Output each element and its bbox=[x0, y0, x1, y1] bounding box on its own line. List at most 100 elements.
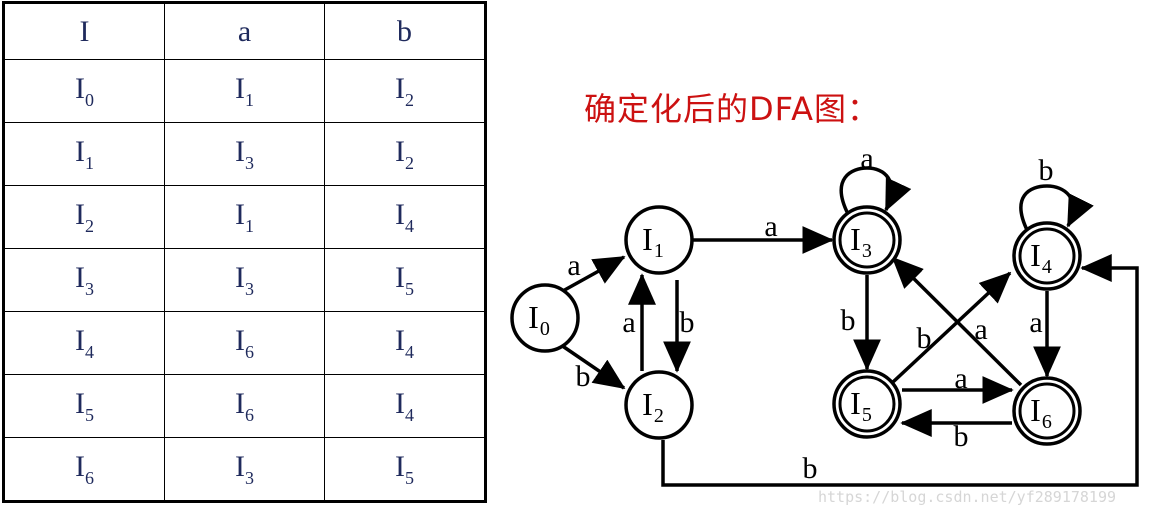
table-cell-on-a: I3 bbox=[164, 248, 325, 312]
state-subscript: 4 bbox=[405, 341, 414, 362]
transition-label-i1-i3: a bbox=[764, 210, 777, 243]
accepting-ring bbox=[1018, 382, 1076, 440]
transition-arrow-i3-i3 bbox=[839, 166, 912, 215]
state-subscript: 2 bbox=[405, 152, 414, 173]
state-subscript: 2 bbox=[405, 89, 414, 110]
table-cell-on-b: I4 bbox=[324, 185, 486, 249]
state-name: I bbox=[75, 71, 85, 105]
state-name: I bbox=[235, 71, 245, 105]
table-cell-on-b: I4 bbox=[324, 374, 486, 438]
state-subscript: 6 bbox=[85, 467, 94, 488]
table-cell-on-b: I5 bbox=[324, 248, 486, 312]
table-cell-state: I4 bbox=[3, 311, 165, 375]
state-subscript: 1 bbox=[245, 215, 254, 236]
table-cell-on-b: I5 bbox=[324, 437, 486, 502]
state-node-i5: I5 bbox=[832, 369, 902, 439]
state-subscript: 3 bbox=[85, 278, 94, 299]
state-name: I bbox=[395, 386, 405, 420]
transition-label-i3-i5: b bbox=[841, 304, 856, 337]
state-node-i6: I6 bbox=[1012, 376, 1082, 446]
state-name: I bbox=[75, 386, 85, 420]
table-cell-on-b: I2 bbox=[324, 122, 486, 186]
transition-label-i0-i1: a bbox=[567, 249, 580, 282]
state-circle bbox=[1012, 376, 1082, 446]
state-subscript: 3 bbox=[245, 467, 254, 488]
state-name: I bbox=[235, 260, 245, 294]
state-name: I bbox=[395, 71, 405, 105]
state-name: I bbox=[235, 449, 245, 483]
table-cell-state: I6 bbox=[3, 437, 165, 502]
state-node-i3: I3 bbox=[832, 205, 902, 275]
state-name: I bbox=[235, 323, 245, 357]
transition-arrow-i4-i4 bbox=[1019, 184, 1094, 233]
transition-arrow-i5-i4 bbox=[891, 271, 1012, 384]
diagram-caption: 确定化后的DFA图： bbox=[584, 90, 881, 128]
transition-label-i2-i1: a bbox=[622, 306, 635, 339]
state-name: I bbox=[395, 449, 405, 483]
transition-label-i2-i4: b bbox=[803, 452, 818, 485]
transition-label-i5-i4: b bbox=[917, 322, 932, 355]
state-subscript: 2 bbox=[85, 215, 94, 236]
state-name: I bbox=[395, 260, 405, 294]
state-name: I bbox=[395, 323, 405, 357]
state-node-i2: I2 bbox=[624, 370, 694, 440]
table-cell-on-a: I3 bbox=[164, 437, 325, 502]
accepting-ring bbox=[838, 211, 896, 269]
transition-label-i6-i5: b bbox=[954, 420, 969, 453]
header-cell-a: a bbox=[164, 2, 325, 60]
accepting-ring bbox=[838, 375, 896, 433]
state-circle bbox=[832, 369, 902, 439]
table-cell-on-a: I1 bbox=[164, 185, 325, 249]
state-name: I bbox=[235, 134, 245, 168]
table-cell-state: I0 bbox=[3, 59, 165, 123]
transition-label-i4-i6: a bbox=[1029, 306, 1042, 339]
transition-label-i0-i2: b bbox=[576, 360, 591, 393]
state-name: I bbox=[235, 386, 245, 420]
state-circle bbox=[624, 205, 694, 275]
transition-arrow-i0-i2 bbox=[560, 343, 626, 390]
state-subscript: 5 bbox=[405, 467, 414, 488]
transition-arrow-i6-i3 bbox=[891, 256, 1023, 387]
state-subscript: 6 bbox=[245, 341, 254, 362]
transition-label-i1-i2: b bbox=[680, 306, 695, 339]
state-name: I bbox=[395, 197, 405, 231]
table-cell-state: I2 bbox=[3, 185, 165, 249]
state-subscript: 1 bbox=[85, 152, 94, 173]
watermark-url: https://blog.csdn.net/yf289178199 bbox=[818, 488, 1117, 506]
transition-label-i5-i6: a bbox=[954, 362, 967, 395]
state-subscript: 4 bbox=[405, 215, 414, 236]
state-subscript: 6 bbox=[245, 404, 254, 425]
state-node-i4: I4 bbox=[1012, 221, 1082, 291]
transition-label-i3-i3: a bbox=[860, 142, 873, 175]
state-subscript: 3 bbox=[245, 278, 254, 299]
state-circle bbox=[832, 205, 902, 275]
state-circle bbox=[624, 370, 694, 440]
state-circle bbox=[1012, 221, 1082, 291]
state-circle bbox=[510, 283, 580, 353]
state-subscript: 4 bbox=[85, 341, 94, 362]
table-header-row: I a b bbox=[3, 2, 486, 60]
table-cell-state: I5 bbox=[3, 374, 165, 438]
state-name: I bbox=[75, 323, 85, 357]
state-subscript: 3 bbox=[245, 152, 254, 173]
state-subscript: 5 bbox=[405, 278, 414, 299]
state-subscript: 4 bbox=[405, 404, 414, 425]
transition-arrow-i0-i1 bbox=[560, 255, 626, 294]
state-name: I bbox=[235, 197, 245, 231]
state-node-i1: I1 bbox=[624, 205, 694, 275]
table-cell-on-a: I1 bbox=[164, 59, 325, 123]
transition-arrow-i2-i4 bbox=[661, 254, 1139, 487]
state-node-i0: I0 bbox=[510, 283, 580, 353]
state-subscript: 1 bbox=[245, 89, 254, 110]
state-name: I bbox=[75, 197, 85, 231]
table-cell-state: I1 bbox=[3, 122, 165, 186]
state-name: I bbox=[75, 260, 85, 294]
